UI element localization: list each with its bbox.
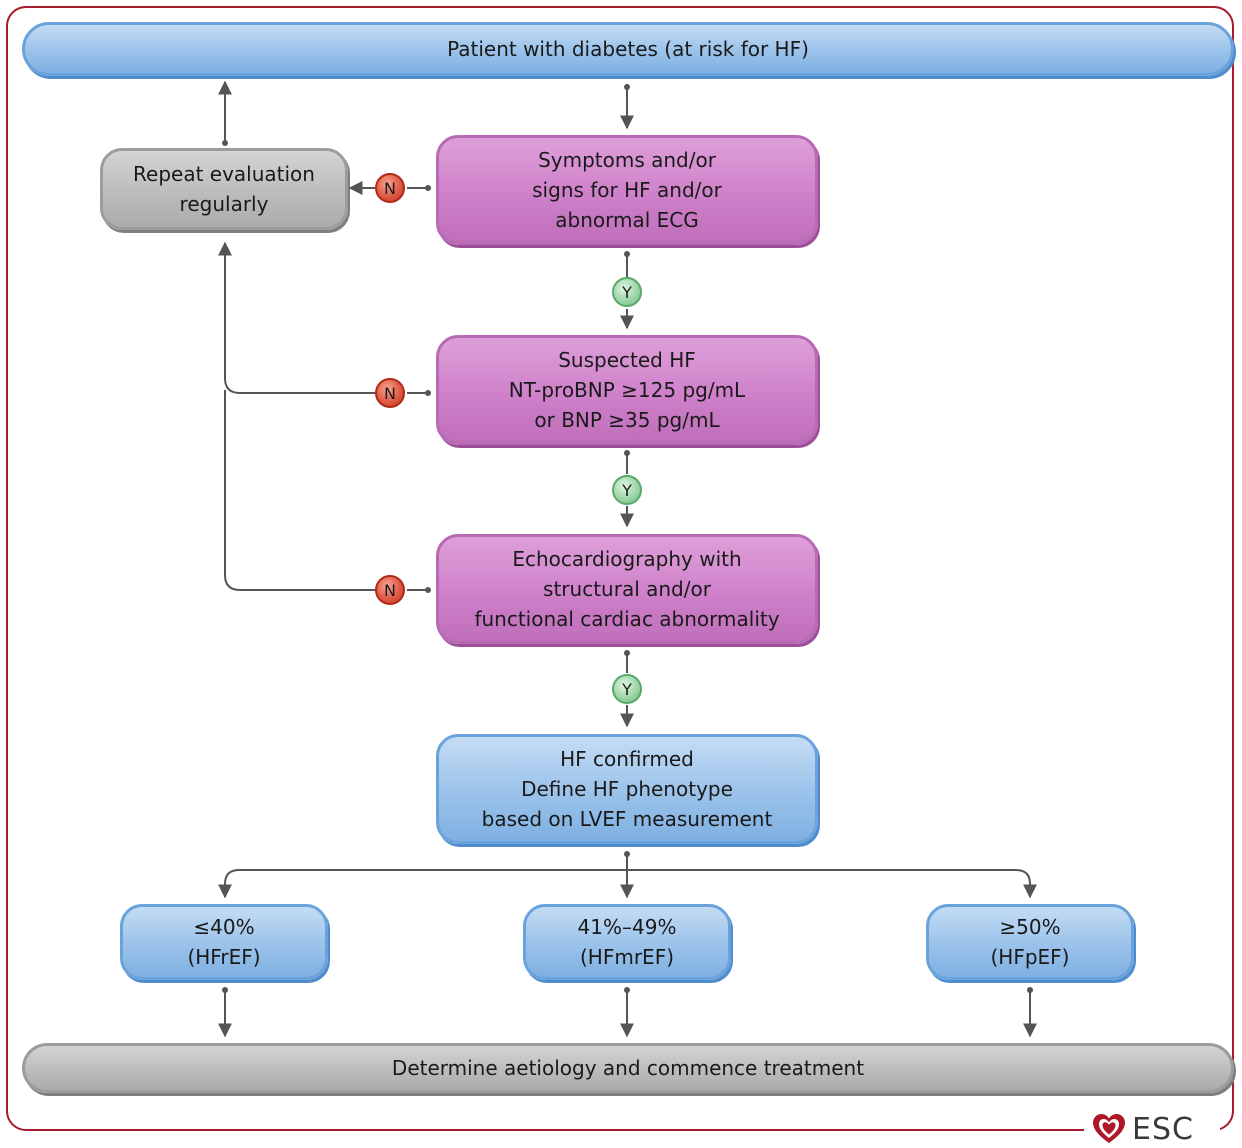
- node-text: Symptoms and/or: [538, 148, 716, 172]
- node-symptoms: Symptoms and/or signs for HF and/or abno…: [436, 135, 818, 245]
- node-text: regularly: [179, 192, 269, 216]
- edge-echo-no-b: [224, 390, 375, 591]
- node-suspected-hf: Suspected HF NT-proBNP ≥125 pg/mL or BNP…: [436, 335, 818, 445]
- node-text: (HFmrEF): [580, 945, 674, 969]
- esc-logo-text: ESC: [1132, 1111, 1194, 1147]
- node-patient-with-diabetes: Patient with diabetes (at risk for HF): [22, 22, 1234, 76]
- yes-badge: Y: [612, 475, 642, 505]
- junction-dot: [425, 185, 431, 191]
- node-text: Patient with diabetes (at risk for HF): [447, 37, 809, 61]
- node-determine-treatment: Determine aetiology and commence treatme…: [22, 1043, 1234, 1093]
- node-text: HF confirmed: [560, 747, 694, 771]
- node-repeat-evaluation: Repeat evaluation regularly: [100, 148, 348, 230]
- no-badge: N: [375, 173, 405, 203]
- node-hfmref: 41%–49% (HFmrEF): [523, 904, 731, 980]
- edge-suspected-no-b: [218, 241, 375, 394]
- node-text: (HFpEF): [990, 945, 1070, 969]
- node-text: Determine aetiology and commence treatme…: [391, 1056, 865, 1080]
- node-hfref: ≤40% (HFrEF): [120, 904, 328, 980]
- junction-dot: [222, 987, 228, 993]
- node-text: NT-proBNP ≥125 pg/mL: [508, 378, 746, 402]
- junction-dot: [624, 84, 630, 90]
- junction-dot: [624, 851, 630, 857]
- esc-logo: ESC: [1092, 1111, 1194, 1147]
- node-text: based on LVEF measurement: [481, 807, 773, 831]
- no-badge: N: [375, 378, 405, 408]
- outer-frame: [6, 6, 1234, 1131]
- edge-confirmed-to-hfpef: [627, 869, 1037, 899]
- junction-dot: [624, 987, 630, 993]
- node-text: Repeat evaluation: [133, 162, 315, 186]
- yes-badge: Y: [612, 277, 642, 307]
- junction-dot: [1027, 987, 1033, 993]
- node-text: ≥50%: [999, 915, 1061, 939]
- node-text: Suspected HF: [558, 348, 696, 372]
- yes-badge: Y: [612, 674, 642, 704]
- junction-dot: [624, 450, 630, 456]
- node-text: 41%–49%: [577, 915, 677, 939]
- edge-confirmed-to-hfref: [218, 869, 627, 899]
- node-hf-confirmed: HF confirmed Define HF phenotype based o…: [436, 734, 818, 844]
- junction-dot: [624, 650, 630, 656]
- junction-dot: [425, 390, 431, 396]
- junction-dot: [222, 140, 228, 146]
- node-text: abnormal ECG: [555, 208, 699, 232]
- node-text: functional cardiac abnormality: [474, 607, 780, 631]
- node-text: Define HF phenotype: [521, 777, 733, 801]
- junction-dot: [624, 251, 630, 257]
- junction-dot: [425, 587, 431, 593]
- node-text: ≤40%: [193, 915, 255, 939]
- no-badge: N: [375, 575, 405, 605]
- node-text: signs for HF and/or: [532, 178, 722, 202]
- node-text: or BNP ≥35 pg/mL: [534, 408, 720, 432]
- node-echocardiography: Echocardiography with structural and/or …: [436, 534, 818, 644]
- node-text: Echocardiography with: [512, 547, 742, 571]
- node-text: structural and/or: [543, 577, 711, 601]
- node-text: (HFrEF): [187, 945, 261, 969]
- heart-icon: [1093, 1114, 1125, 1143]
- node-hfpef: ≥50% (HFpEF): [926, 904, 1134, 980]
